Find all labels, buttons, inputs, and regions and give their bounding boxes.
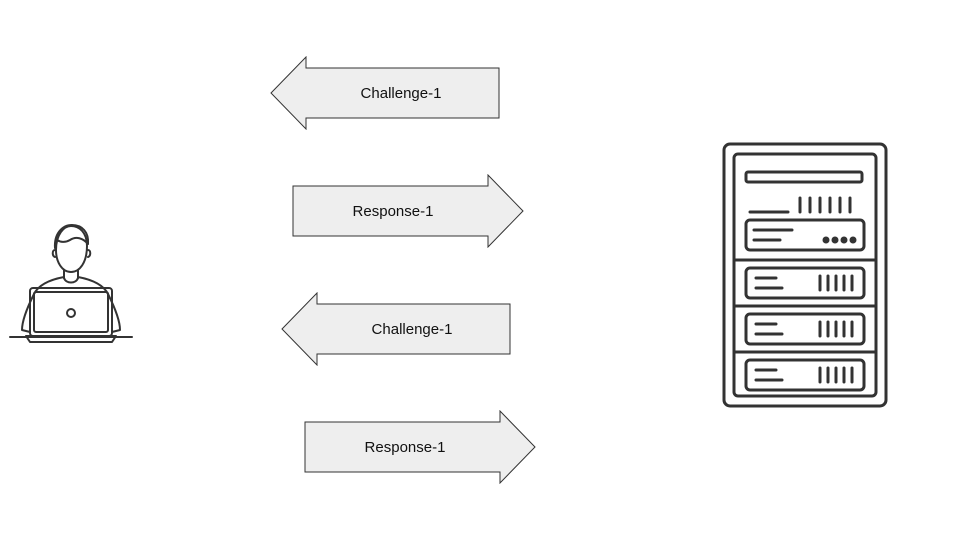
server-rack-icon bbox=[722, 142, 888, 408]
arrow-label: Challenge-1 bbox=[371, 320, 453, 338]
arrow-label: Response-1 bbox=[364, 438, 446, 456]
right-arrow-icon bbox=[292, 174, 524, 248]
response-arrow: Response-1 bbox=[304, 410, 536, 484]
right-arrow-icon bbox=[304, 410, 536, 484]
left-arrow-icon bbox=[270, 56, 500, 130]
arrow-label: Challenge-1 bbox=[360, 84, 442, 102]
challenge-arrow: Challenge-1 bbox=[270, 56, 502, 130]
response-arrow: Response-1 bbox=[292, 174, 524, 248]
left-arrow-icon bbox=[281, 292, 511, 366]
user-laptop-icon bbox=[8, 222, 134, 346]
arrow-label: Response-1 bbox=[352, 202, 434, 220]
challenge-arrow: Challenge-1 bbox=[281, 292, 513, 366]
